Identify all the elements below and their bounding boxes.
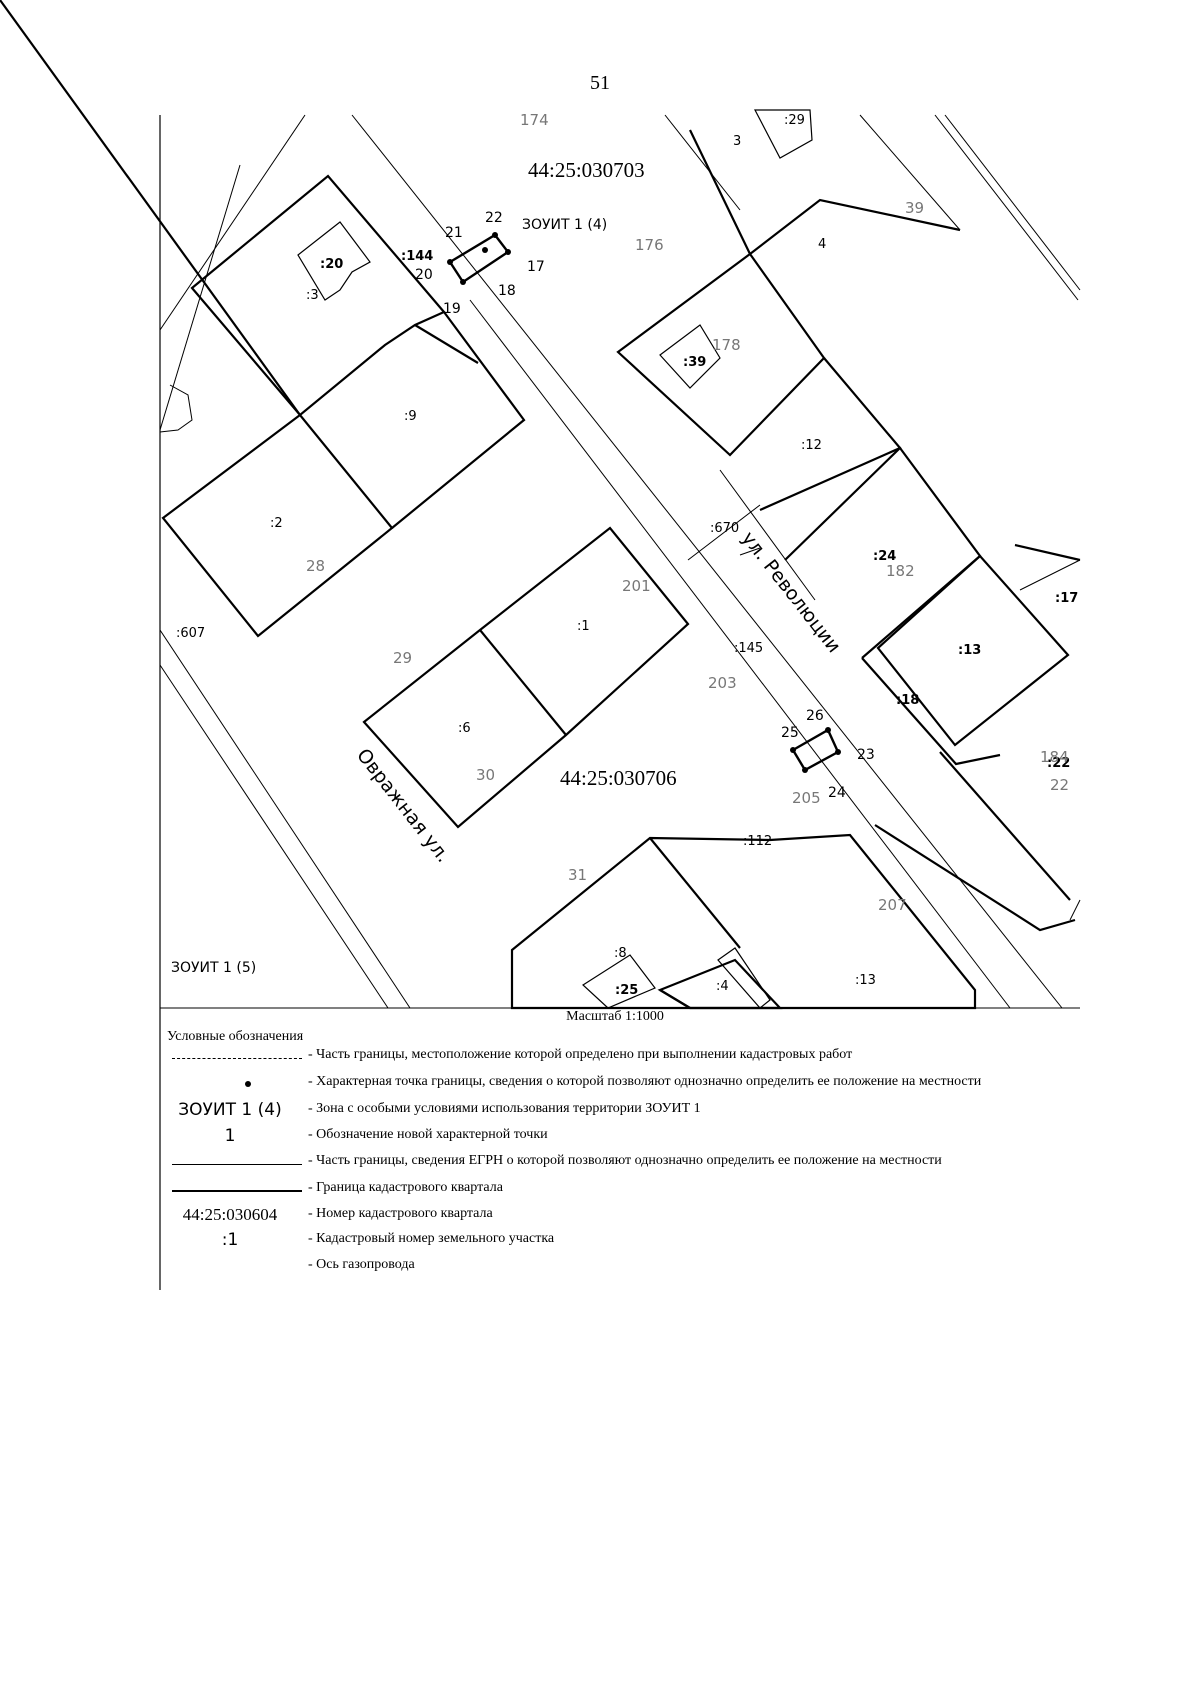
zone-label: ЗОУИТ 1 (5) — [171, 960, 256, 976]
house-number: 30 — [476, 766, 495, 784]
quarter-number-030706: 44:25:030706 — [560, 766, 677, 790]
house-number: 182 — [886, 562, 915, 580]
point-label: 25 — [781, 725, 799, 741]
parcel-label: :29 — [784, 113, 805, 128]
bold-parcel-labels: :20 :144 :39 :24 :13 :18 :22 :17 :25 — [320, 249, 1078, 998]
point-labels: 17 18 19 20 21 22 23 24 25 26 — [415, 210, 875, 801]
parcel-label: :24 — [873, 549, 896, 564]
legend-symbol-new-point: 1 — [224, 1126, 236, 1146]
parcel-label: :670 — [710, 521, 739, 536]
point-label: 22 — [485, 210, 503, 226]
boundary-points — [447, 232, 841, 773]
legend-row: - Характерная точка границы, сведения о … — [160, 1071, 1090, 1095]
house-number: 201 — [622, 577, 651, 595]
legend-symbol-parcel-number: :1 — [221, 1230, 239, 1250]
parcel-label: :25 — [615, 983, 638, 998]
legend-text: - Часть границы, местоположение которой … — [308, 1047, 853, 1062]
legend-symbol-zone: ЗОУИТ 1 (4) — [178, 1100, 282, 1120]
parcel-label: :22 — [1047, 756, 1070, 771]
zouit-rectangles — [448, 233, 840, 772]
house-number: 176 — [635, 236, 664, 254]
house-number: 184 — [1040, 748, 1069, 766]
legend-symbol-quarter-number: 44:25:030604 — [182, 1205, 278, 1224]
house-number: 174 — [520, 111, 549, 129]
point-label: 20 — [415, 267, 433, 283]
legend-row: - Часть границы, сведения ЕГРН о которой… — [160, 1150, 1090, 1174]
parcel-label: :13 — [958, 643, 981, 658]
street-lines — [159, 114, 1081, 1009]
point-label: 26 — [806, 708, 824, 724]
zone-label: ЗОУИТ 1 (4) — [522, 217, 607, 233]
legend-row: 1 - Обозначение новой характерной точки — [160, 1124, 1090, 1148]
parcel-label: :2 — [270, 516, 283, 531]
parcel-label: :18 — [896, 693, 919, 708]
point-label: 23 — [857, 747, 875, 763]
house-number: 29 — [393, 649, 412, 667]
point-label: 21 — [445, 225, 463, 241]
page-number: 51 — [590, 72, 610, 94]
parcel-label: 4 — [818, 237, 826, 252]
parcel-label: :144 — [401, 249, 433, 264]
parcel-label: :12 — [801, 438, 822, 453]
legend-symbol-solid-line — [160, 1150, 302, 1174]
legend-text: - Характерная точка границы, сведения о … — [308, 1074, 982, 1089]
parcel-label: :17 — [1055, 591, 1078, 606]
parcel-label: :20 — [320, 257, 343, 272]
house-number: 203 — [708, 674, 737, 692]
parcel-label: :3 — [306, 288, 319, 303]
legend-text: - Зона с особыми условиями использования… — [308, 1101, 701, 1116]
parcel-label: :39 — [683, 355, 706, 370]
house-number: 205 — [792, 789, 821, 807]
legend-symbol-quarter-border — [160, 1177, 302, 1201]
house-number: 22 — [1050, 776, 1069, 794]
house-number: 39 — [905, 199, 924, 217]
house-number: 28 — [306, 557, 325, 575]
point-label: 19 — [443, 301, 461, 317]
house-number: 178 — [712, 336, 741, 354]
legend-text: - Часть границы, сведения ЕГРН о которой… — [308, 1153, 942, 1168]
quarter-number-030703: 44:25:030703 — [528, 158, 645, 182]
legend-row: :1 - Кадастровый номер земельного участк… — [160, 1228, 1090, 1252]
legend-text: - Ось газопровода — [308, 1257, 415, 1272]
legend-text: - Граница кадастрового квартала — [308, 1180, 503, 1195]
house-number: 31 — [568, 866, 587, 884]
parcel-label: :4 — [716, 979, 729, 994]
legend-text: - Кадастровый номер земельного участка — [308, 1231, 555, 1246]
parcel-label: :112 — [743, 834, 772, 849]
legend-symbol-point — [160, 1071, 300, 1095]
point-label: 18 — [498, 283, 516, 299]
parcel-label: :9 — [404, 409, 417, 424]
house-number: 207 — [878, 896, 907, 914]
parcel-boundaries — [0, 0, 1081, 1010]
house-number-labels: 174 176 39 28 29 30 201 203 205 207 31 1… — [306, 111, 1069, 914]
parcel-labels: :3 :9 :2 :607 :1 :6 :145 :12 :670 :112 :… — [176, 113, 876, 994]
point-label: 24 — [828, 785, 846, 801]
legend-symbol-dashed-line — [160, 1044, 302, 1068]
parcel-label: :8 — [614, 946, 627, 961]
buildings — [297, 109, 813, 1009]
parcel-label: :13 — [855, 973, 876, 988]
point-label: 17 — [527, 259, 545, 275]
street-label-revolyutsii: ул. Революции — [737, 528, 845, 658]
legend-text: - Обозначение новой характерной точки — [308, 1127, 548, 1142]
legend-text: - Номер кадастрового квартала — [308, 1206, 493, 1221]
parcel-label: :6 — [458, 721, 471, 736]
parcel-label: :607 — [176, 626, 205, 641]
legend-row: - Ось газопровода — [160, 1254, 1090, 1278]
legend-row: 44:25:030604 - Номер кадастрового кварта… — [160, 1203, 1090, 1227]
parcel-label: :145 — [734, 641, 763, 656]
legend-row: - Граница кадастрового квартала — [160, 1177, 1090, 1201]
legend-symbol-gas-pipe — [160, 1254, 300, 1278]
legend-row: - Часть границы, местоположение которой … — [160, 1044, 1090, 1068]
scale-label: Масштаб 1:1000 — [566, 1009, 664, 1024]
legend-row: ЗОУИТ 1 (4) - Зона с особыми условиями и… — [160, 1098, 1090, 1122]
parcel-label: 3 — [733, 134, 741, 149]
legend-title: Условные обозначения — [167, 1029, 304, 1044]
parcel-label: :1 — [577, 619, 590, 634]
